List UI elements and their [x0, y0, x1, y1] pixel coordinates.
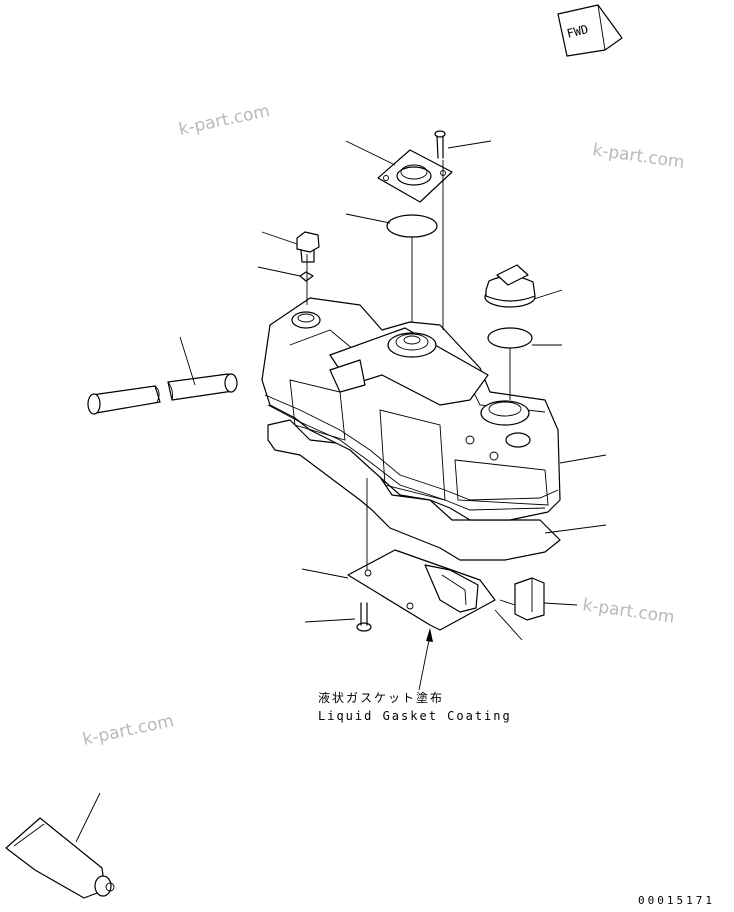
- o-ring-filler: [487, 327, 533, 349]
- breather-hose: [87, 373, 238, 415]
- oil-filler-cap: [484, 264, 536, 308]
- head-cover: [261, 297, 561, 561]
- watermark-top-left: k-part.com: [177, 101, 272, 140]
- fwd-label: FWD: [565, 22, 589, 41]
- washer: [299, 271, 314, 282]
- plug-bolt: [296, 231, 320, 263]
- mounting-bracket: [347, 549, 496, 631]
- figure-code: 00015171: [638, 894, 715, 907]
- alignment-lines: [306, 160, 511, 570]
- note-arrow-icon: [418, 628, 433, 691]
- o-ring-top: [386, 214, 438, 238]
- watermark-bottom-left: k-part.com: [81, 711, 176, 750]
- fwd-arrow-icon: FWD: [557, 4, 623, 57]
- watermark-middle-right: k-part.com: [581, 595, 675, 628]
- bracket-bolt: [356, 602, 372, 632]
- liquid-gasket-tube: [5, 817, 115, 899]
- cap-bolt: [434, 130, 446, 159]
- cap-plate: [377, 149, 453, 203]
- watermark-top-right: k-part.com: [591, 140, 685, 173]
- annotation-japanese: 液状ガスケット塗布: [318, 690, 444, 705]
- leader-lines: [75, 140, 607, 843]
- sensor-connector: [494, 577, 545, 641]
- annotation-english: Liquid Gasket Coating: [318, 709, 512, 723]
